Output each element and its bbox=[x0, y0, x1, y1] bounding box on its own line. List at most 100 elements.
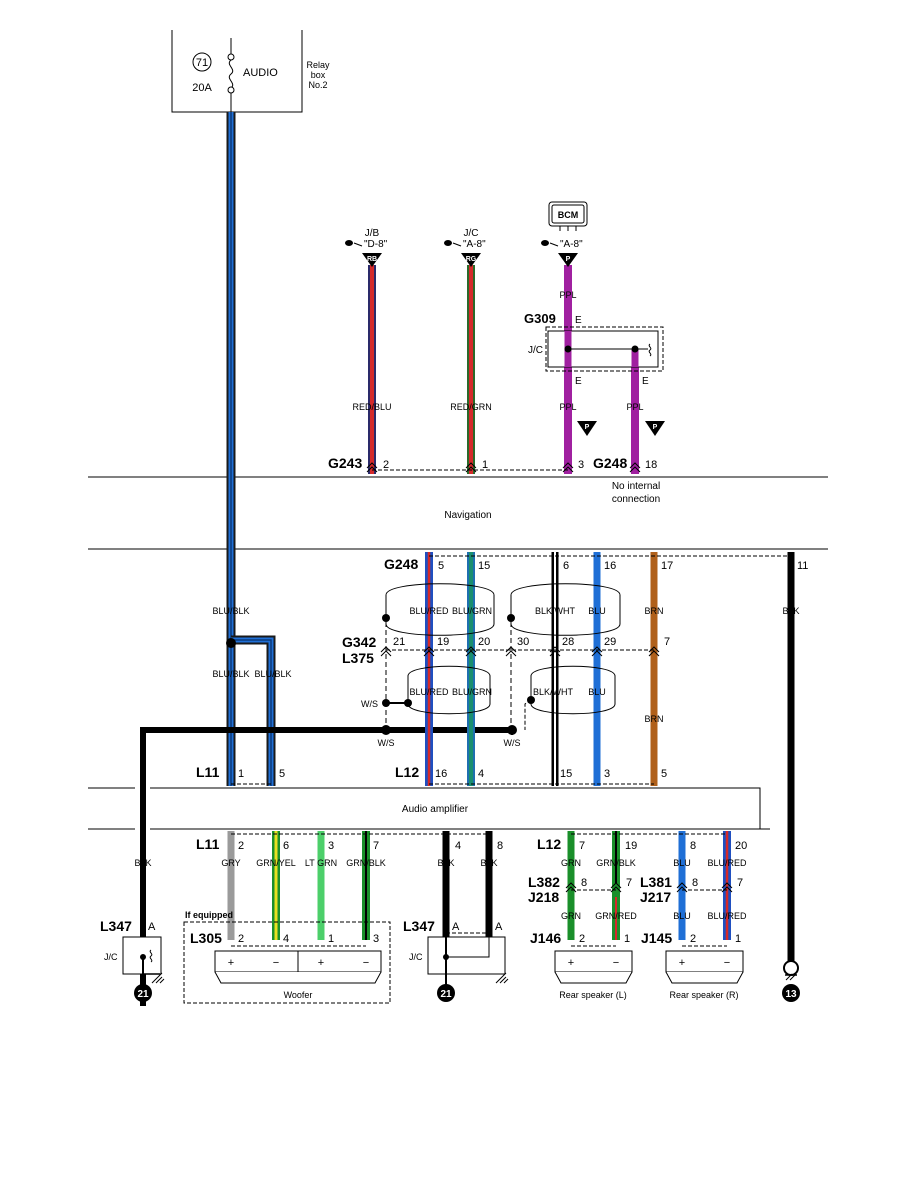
eye-reference-icon bbox=[345, 240, 363, 247]
source-jb-ref: "D-8" bbox=[364, 239, 388, 250]
woofer-plus-2: + bbox=[318, 957, 324, 969]
connector-l11-top: L11 bbox=[196, 764, 220, 780]
no-internal-line2: connection bbox=[612, 494, 660, 505]
pin-l11-6: 6 bbox=[283, 840, 289, 852]
wire-label-lt-grn: LT GRN bbox=[305, 858, 337, 868]
pin-g342-28: 28 bbox=[562, 636, 574, 648]
wire-label-blu-blk-1: BLU/BLK bbox=[212, 606, 249, 616]
pin-g248-5: 5 bbox=[438, 560, 444, 572]
jc-label-left: J/C bbox=[104, 952, 118, 962]
pin-l347-a-mid-1: A bbox=[452, 921, 460, 933]
ground-21-mid-label: 21 bbox=[440, 989, 452, 1000]
connector-g248-top: G248 bbox=[593, 455, 627, 471]
pin-l11-2: 2 bbox=[238, 840, 244, 852]
pin-g342-19: 19 bbox=[437, 636, 449, 648]
pin-l11-1: 1 bbox=[238, 768, 244, 780]
rear-speaker-right-icon bbox=[665, 950, 744, 984]
source-bcm: BCM "A-8" P bbox=[541, 201, 588, 267]
woofer-boundary bbox=[183, 921, 391, 1004]
eye-reference-icon bbox=[541, 240, 559, 247]
tag-p-icon bbox=[558, 253, 578, 267]
ws-joint-1 bbox=[382, 699, 390, 707]
wire-label-grn-yel: GRN/YEL bbox=[256, 858, 296, 868]
woofer-speaker-icon bbox=[214, 950, 382, 984]
navigation-outline bbox=[88, 476, 828, 550]
pin-l347-a-mid-2: A bbox=[495, 921, 503, 933]
pin-l347-a-left: A bbox=[148, 921, 156, 933]
eye-reference-icon bbox=[444, 240, 462, 247]
pin-g342-30: 30 bbox=[517, 636, 529, 648]
bcm-box-label: BCM bbox=[558, 210, 579, 220]
pin-j145-1: 1 bbox=[735, 933, 741, 945]
junction-e-top: E bbox=[575, 315, 582, 326]
wire-label-blu-grn-2: BLU/GRN bbox=[452, 687, 492, 697]
rear-l-plus: + bbox=[568, 957, 574, 969]
connector-l12-top: L12 bbox=[395, 764, 419, 780]
wire-label-brn-2: BRN bbox=[644, 714, 663, 724]
navigation-label: Navigation bbox=[444, 510, 491, 521]
wire-label-blk-wht-1: BLK/WHT bbox=[535, 606, 576, 616]
wire-blu-blk-branch bbox=[231, 635, 276, 786]
connector-l375: L375 bbox=[342, 650, 374, 666]
wire-label-blk-4: BLK bbox=[480, 858, 497, 868]
wire-label-blu-grn-1: BLU/GRN bbox=[452, 606, 492, 616]
fuse-number-circle bbox=[192, 52, 212, 72]
connector-l347-mid: L347 bbox=[403, 918, 435, 934]
rear-speaker-left-icon bbox=[554, 950, 633, 984]
connector-j145: J145 bbox=[641, 930, 672, 946]
pin-l12-16: 16 bbox=[435, 768, 447, 780]
tag-p-1: P bbox=[585, 424, 590, 431]
wire-label-grn-blk-2: GRN/BLK bbox=[596, 858, 636, 868]
ground-13-icon bbox=[782, 960, 800, 1002]
wire-label-brn-1: BRN bbox=[644, 606, 663, 616]
pin-g342-29: 29 bbox=[604, 636, 616, 648]
bcm-module-icon bbox=[548, 201, 588, 231]
ground-21-left-icon bbox=[134, 984, 152, 1002]
pin-l12-5: 5 bbox=[661, 768, 667, 780]
connector-l347-left: L347 bbox=[100, 918, 132, 934]
pin-g248-15: 15 bbox=[478, 560, 490, 572]
fuse-label: AUDIO bbox=[243, 67, 278, 79]
wire-label-blk-2: BLK bbox=[134, 858, 151, 868]
wire-label-red-grn: RED/GRN bbox=[450, 402, 492, 412]
ws-joint-3 bbox=[507, 725, 517, 735]
wire-label-blk-1: BLK bbox=[782, 606, 799, 616]
pin-l12-8: 8 bbox=[690, 840, 696, 852]
relay-box: 71 20A AUDIO Relay box No.2 bbox=[171, 30, 330, 113]
ws-joint-2 bbox=[381, 725, 391, 735]
wire-label-blk-wht-2: BLK/WHT bbox=[533, 687, 574, 697]
pin-l305-1: 1 bbox=[328, 933, 334, 945]
wire-label-blu-2: BLU bbox=[588, 687, 606, 697]
joint-connector-jc bbox=[545, 326, 664, 372]
pin-g248-18: 18 bbox=[645, 459, 657, 471]
pin-g342-20: 20 bbox=[478, 636, 490, 648]
connector-g243: G243 bbox=[328, 455, 362, 471]
woofer-minus-2: − bbox=[363, 957, 369, 969]
wire-label-grn-red: GRN/RED bbox=[595, 911, 637, 921]
pin-l11-3: 3 bbox=[328, 840, 334, 852]
connector-g342: G342 bbox=[342, 634, 376, 650]
shield-cylinder-2 bbox=[507, 583, 621, 636]
connector-l11-bottom: L11 bbox=[196, 836, 220, 852]
wire-label-ppl-1: PPL bbox=[559, 402, 576, 412]
source-jb: J/B "D-8" RB bbox=[345, 228, 388, 267]
wire-label-gry: GRY bbox=[221, 858, 240, 868]
pin-amp-4: 4 bbox=[455, 840, 461, 852]
junction-e-bottom-2: E bbox=[642, 376, 649, 387]
wire-label-blu-blk-2: BLU/BLK bbox=[212, 669, 249, 679]
pin-g248-16: 16 bbox=[604, 560, 616, 572]
connector-l305: L305 bbox=[190, 930, 222, 946]
ground-13-label: 13 bbox=[785, 989, 797, 1000]
rear-l-minus: − bbox=[613, 957, 619, 969]
wire-label-grn-blk-1: GRN/BLK bbox=[346, 858, 386, 868]
if-equipped-label: If equipped bbox=[185, 910, 233, 920]
pin-l11-7: 7 bbox=[373, 840, 379, 852]
pin-g342-21: 21 bbox=[393, 636, 405, 648]
ground-21-left-label: 21 bbox=[137, 989, 149, 1000]
connector-chevron-icon bbox=[366, 462, 641, 473]
connector-g248: G248 bbox=[384, 556, 418, 572]
tag-p: P bbox=[566, 256, 571, 263]
connector-j218: J218 bbox=[528, 889, 559, 905]
